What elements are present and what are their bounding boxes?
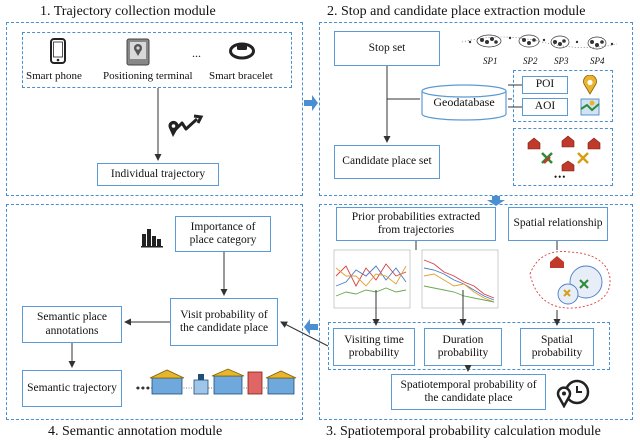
sp-label-4: SP4 (590, 56, 605, 66)
candidate-place-set-box: Candidate place set (334, 145, 440, 179)
smartphone-icon (50, 38, 66, 64)
candidate-places-icons (527, 135, 601, 172)
stop-set-box: Stop set (334, 31, 440, 66)
location-clock-icon (556, 379, 590, 408)
semantic-trajectory-box: Semantic trajectory (22, 370, 122, 407)
module-4-title: 4. Semantic annotation module (48, 424, 223, 439)
sp-label-1: SP1 (483, 56, 498, 66)
importance-box: Importance of place category (175, 216, 271, 252)
individual-trajectory-box: Individual trajectory (97, 163, 219, 186)
ellipsis-text: ... (192, 46, 201, 60)
module-1-title: 1. Trajectory collection module (40, 4, 216, 19)
sp-label-2: SP2 (523, 56, 538, 66)
spatial-probability-box: Spatial probability (520, 328, 594, 366)
poi-aoi-group (513, 70, 613, 122)
duration-probability-box: Duration probability (424, 328, 502, 366)
spatial-relationship-box: Spatial relationship (508, 207, 608, 241)
module-2-title: 2. Stop and candidate place extraction m… (327, 4, 586, 19)
stop-extraction-module (319, 22, 633, 196)
smart-bracelet-icon (229, 42, 255, 60)
positioning-terminal-icon (126, 38, 150, 66)
candidate-places-group (513, 128, 613, 186)
aoi-map-icon (580, 98, 600, 116)
probability-calculation-module (319, 204, 633, 420)
aoi-box: AOI (522, 98, 568, 116)
poi-pin-icon (583, 75, 597, 95)
module-3-title: 3. Spatiotemporal probability calculatio… (326, 424, 601, 439)
sp-label-3: SP3 (554, 56, 569, 66)
visiting-time-chart (333, 249, 411, 309)
prior-probabilities-box: Prior probabilities extracted from traje… (336, 207, 496, 241)
poi-box: POI (522, 76, 568, 94)
candidate-dots: ••• (554, 172, 567, 182)
device-label-phone: Smart phone (26, 70, 82, 82)
duration-chart (421, 249, 499, 309)
spatiotemporal-probability-box: Spatiotemporal probability of the candid… (391, 374, 546, 410)
devices-group (22, 32, 292, 88)
semantic-annotation-module (6, 204, 303, 420)
visiting-time-probability-box: Visiting time probability (333, 328, 415, 366)
geodatabase-cylinder (421, 84, 507, 121)
bar-chart-icon (141, 229, 163, 248)
stop-point-clusters (461, 34, 618, 50)
spatial-map (529, 251, 611, 309)
device-label-bracelet: Smart bracelet (209, 70, 273, 82)
trajectory-collection-module (6, 22, 303, 196)
visit-probability-box: Visit probability of the candidate place (170, 298, 278, 346)
route-icon (168, 114, 204, 137)
semantic-trajectory-illustration (136, 368, 297, 395)
device-label-terminal: Positioning terminal (103, 70, 193, 82)
semantic-annotations-box: Semantic place annotations (22, 306, 122, 343)
geodatabase-label: Geodatabase (433, 95, 495, 109)
